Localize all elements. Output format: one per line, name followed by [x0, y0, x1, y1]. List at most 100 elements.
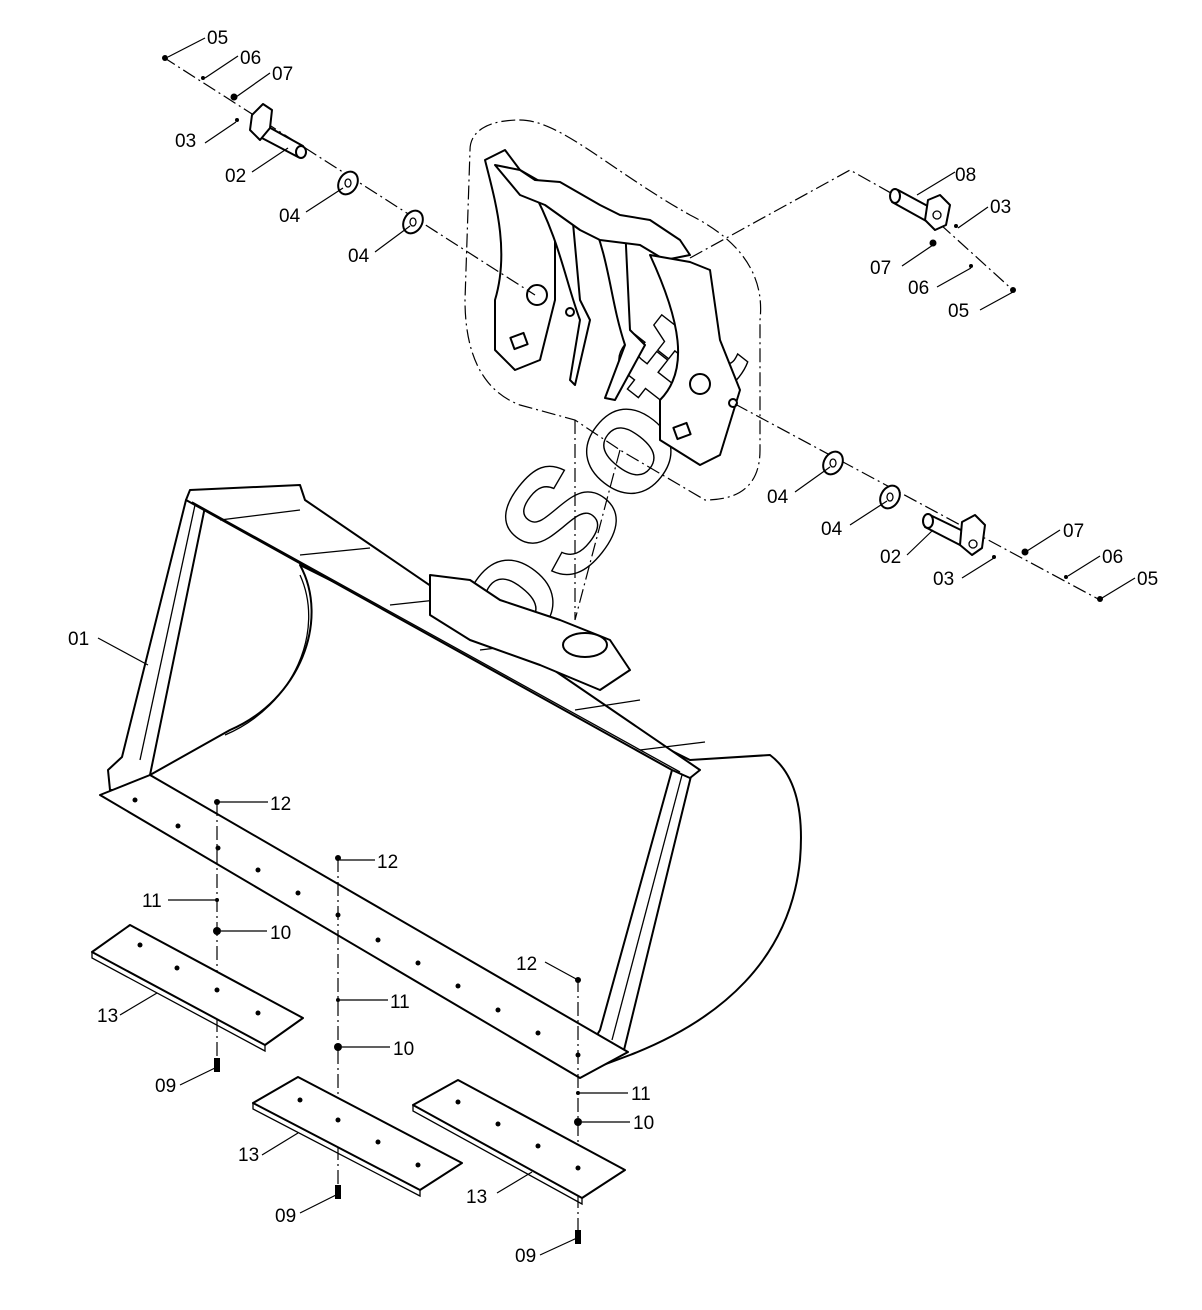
callout-05: 05 — [207, 28, 228, 49]
bolt-05 — [1097, 596, 1103, 602]
callout-12: 12 — [270, 794, 291, 815]
plate-bevel — [91, 952, 266, 1053]
callout-07: 07 — [272, 64, 293, 85]
coupler-pin-hole — [728, 398, 738, 408]
bolt-09 — [335, 1185, 341, 1199]
pin-flange — [924, 194, 951, 231]
callout-13: 13 — [97, 1006, 118, 1027]
pin-08 — [889, 188, 951, 231]
bolt-05 — [162, 55, 168, 61]
washer-04-hole — [344, 178, 352, 188]
bucket-shell-inner-curve — [224, 574, 310, 736]
plate-body — [252, 1076, 463, 1191]
callout-06: 06 — [1102, 547, 1123, 568]
washer-06 — [969, 264, 973, 268]
callout-03: 03 — [175, 131, 196, 152]
callout-11: 11 — [631, 1084, 651, 1105]
bucket-hitch-bracket — [429, 574, 631, 691]
nut-07 — [1021, 548, 1029, 556]
callout-13: 13 — [238, 1145, 259, 1166]
coupler-right-plate — [649, 254, 741, 466]
plate-body — [412, 1079, 626, 1199]
cutting-edge-holes — [132, 797, 581, 1058]
washer-04 — [402, 209, 424, 235]
pin-end — [922, 513, 934, 529]
washer-06 — [201, 76, 205, 80]
nut-07 — [230, 93, 238, 101]
leader-lines — [97, 37, 1136, 1256]
callout-08: 08 — [955, 165, 976, 186]
bolt-09 — [575, 1230, 581, 1244]
grease-03 — [954, 224, 958, 228]
nut-10 — [213, 927, 221, 935]
wear-plate-13 — [252, 1076, 463, 1198]
callout-10: 10 — [270, 923, 291, 944]
callout-01: 01 — [68, 629, 89, 650]
grease-03 — [235, 118, 239, 122]
nut-10 — [574, 1118, 582, 1126]
callout-05: 05 — [1137, 569, 1158, 590]
pin-end — [889, 188, 901, 204]
bolt-09 — [214, 1058, 220, 1072]
nut-12 — [214, 799, 220, 805]
callout-02: 02 — [225, 166, 246, 187]
callout-06: 06 — [240, 48, 261, 69]
pin-flange-hole — [968, 539, 978, 549]
callout-10: 10 — [633, 1113, 654, 1134]
detail-leader-line — [574, 420, 621, 621]
callout-13: 13 — [466, 1187, 487, 1208]
wear-plate-13 — [91, 924, 304, 1053]
callout-04: 04 — [821, 519, 843, 540]
nut-07 — [929, 239, 937, 247]
coupler-lug — [672, 421, 692, 441]
coupler-pin-hole — [689, 373, 711, 395]
bucket-right-side-edge — [611, 774, 683, 1041]
callout-07: 07 — [1063, 521, 1084, 542]
bolt-05 — [1010, 287, 1016, 293]
plate-body — [91, 924, 304, 1046]
coupler-mid-plate — [529, 184, 591, 386]
callout-06: 06 — [908, 278, 929, 299]
callout-12: 12 — [377, 852, 398, 873]
bucket-top-rail-line — [191, 501, 681, 773]
coupler-top-crossbar — [494, 164, 691, 261]
bucket-cutting-edge — [99, 774, 629, 1079]
callout-05: 05 — [948, 301, 969, 322]
callout-03: 03 — [933, 569, 954, 590]
callout-labels: 05 06 07 03 02 04 04 08 03 07 06 05 04 0… — [68, 28, 1158, 1267]
bucket-left-side-edge — [139, 504, 196, 761]
washer-04 — [822, 450, 844, 476]
washer-04-hole — [829, 458, 837, 468]
callout-03: 03 — [990, 197, 1011, 218]
axis-upper-right — [689, 169, 1016, 293]
coupler-pin-hole — [526, 284, 548, 306]
plate-bevel — [412, 1105, 583, 1206]
callout-04: 04 — [279, 206, 301, 227]
washer-11 — [336, 998, 340, 1002]
callout-11: 11 — [390, 992, 410, 1013]
fasteners — [213, 799, 582, 1244]
coupler-lug — [509, 331, 529, 351]
washer-11 — [576, 1091, 580, 1095]
washer-04-hole — [886, 492, 894, 502]
callout-09: 09 — [275, 1206, 296, 1227]
callout-07: 07 — [870, 258, 891, 279]
coupler-pin-hole — [565, 307, 575, 317]
callout-02: 02 — [880, 547, 901, 568]
wear-plate-13 — [412, 1079, 626, 1206]
bucket-hitch-hook — [562, 632, 608, 658]
detail-outline — [464, 119, 762, 501]
pin-flange — [959, 514, 986, 556]
washer-04 — [337, 170, 359, 196]
callout-10: 10 — [393, 1039, 414, 1060]
pin-flange-hole — [932, 210, 942, 220]
pin-end — [295, 145, 307, 159]
washer-06 — [1064, 575, 1068, 579]
coupler-detail — [464, 119, 762, 621]
bucket — [99, 484, 802, 1079]
callout-09: 09 — [515, 1246, 536, 1267]
pin-flange — [249, 103, 273, 141]
bucket-left-side-plate — [107, 496, 208, 791]
pin-02-mid — [922, 513, 986, 556]
